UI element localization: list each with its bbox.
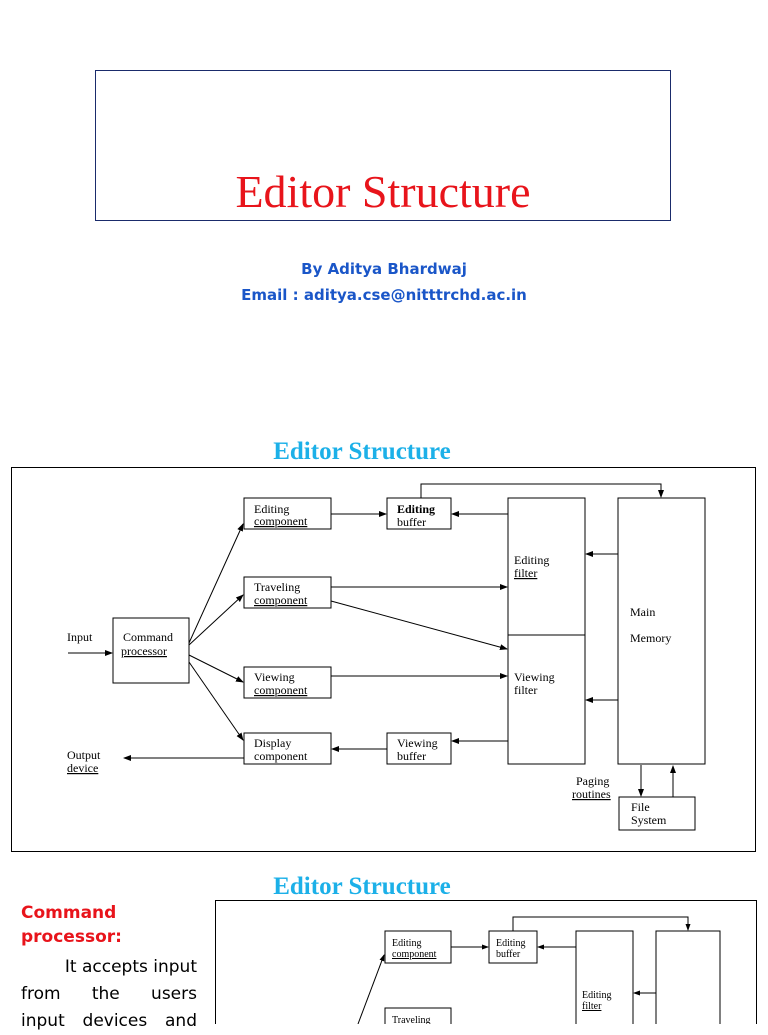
- display-component-label-1: Display: [254, 736, 291, 750]
- small-traveling-label: Traveling: [392, 1015, 431, 1024]
- command-processor-heading-2: processor:: [21, 927, 122, 947]
- small-editing-filter-label-1: Editing: [582, 990, 611, 1001]
- paging-routines-label-2: routines: [572, 787, 611, 801]
- small-editing-buffer-label-2: buffer: [496, 949, 521, 960]
- main-memory-label-1: Main: [630, 605, 655, 619]
- input-label: Input: [67, 630, 93, 644]
- editing-buffer-box: [386, 497, 452, 530]
- email-line: Email : aditya.cse@nitttrchd.ac.in: [241, 286, 527, 304]
- small-editing-component-label-2: component: [392, 949, 437, 960]
- slide3-body-line-1: It accepts input: [64, 957, 197, 977]
- small-memory-box: [655, 930, 721, 1024]
- small-filter-box: [575, 930, 634, 1024]
- display-component-box: [243, 732, 332, 765]
- viewing-component-box: [243, 666, 332, 699]
- traveling-component-label-1: Traveling: [254, 580, 300, 594]
- output-device-label-2: device: [67, 761, 98, 775]
- editing-buffer-label-2: buffer: [397, 515, 426, 529]
- viewing-buffer-label-1: Viewing: [397, 736, 438, 750]
- traveling-component-box: [243, 576, 332, 609]
- main-memory-box: [617, 497, 706, 765]
- editing-filter-label-1: Editing: [514, 553, 549, 567]
- small-editing-buffer-box: [488, 930, 538, 964]
- editing-buffer-label-1: Editing: [397, 502, 435, 516]
- small-editing-filter-label-2: filter: [582, 1001, 602, 1012]
- file-system-label-1: File: [631, 800, 650, 814]
- author-line: By Aditya Bhardwaj: [301, 260, 467, 278]
- slide2-title-text: Editor Structure: [273, 438, 451, 465]
- command-processor-box: [112, 617, 190, 684]
- slide3-body-line-2: from the users: [21, 984, 197, 1004]
- display-component-label-2: component: [254, 749, 308, 763]
- viewing-filter-label-2: filter: [514, 683, 537, 697]
- output-device-label-1: Output: [67, 748, 101, 762]
- file-system-box: [618, 796, 696, 831]
- command-processor-heading-1: Command: [21, 903, 117, 923]
- viewing-component-label-2: component: [254, 683, 308, 697]
- editing-component-label-2: component: [254, 514, 308, 528]
- viewing-filter-label-1: Viewing: [514, 670, 555, 684]
- diagram-small-frame: [215, 900, 757, 1024]
- slide3-title: Editor Structure: [273, 873, 451, 900]
- small-editing-component-box: [384, 930, 452, 964]
- editor-structure-diagram-small: Editing component Editing buffer Editing…: [215, 900, 757, 1024]
- traveling-component-label-2: component: [254, 593, 308, 607]
- small-editing-buffer-label-1: Editing: [496, 938, 525, 949]
- editing-filter-label-2: filter: [514, 566, 537, 580]
- viewing-buffer-box: [386, 732, 452, 765]
- main-memory-label-2: Memory: [630, 631, 671, 645]
- title-slide-title: Editor Structure: [235, 166, 531, 217]
- small-editing-component-label-1: Editing: [392, 938, 421, 949]
- viewing-buffer-label-2: buffer: [397, 749, 426, 763]
- command-processor-label-1: Command: [123, 630, 173, 644]
- diagram-frame: [11, 467, 756, 852]
- filter-box: [507, 497, 586, 765]
- viewing-component-label-1: Viewing: [254, 670, 295, 684]
- editing-component-label-1: Editing: [254, 502, 289, 516]
- command-processor-label-2: processor: [121, 644, 167, 658]
- file-system-label-2: System: [631, 813, 667, 827]
- small-traveling-box: [384, 1007, 452, 1024]
- title-slide-frame: [95, 70, 671, 221]
- editing-component-box: [243, 497, 332, 530]
- slide3-body-line-3: input devices and: [21, 1011, 197, 1031]
- editor-structure-diagram: Input Command processor Editing componen…: [11, 467, 756, 852]
- paging-routines-label-1: Paging: [576, 774, 609, 788]
